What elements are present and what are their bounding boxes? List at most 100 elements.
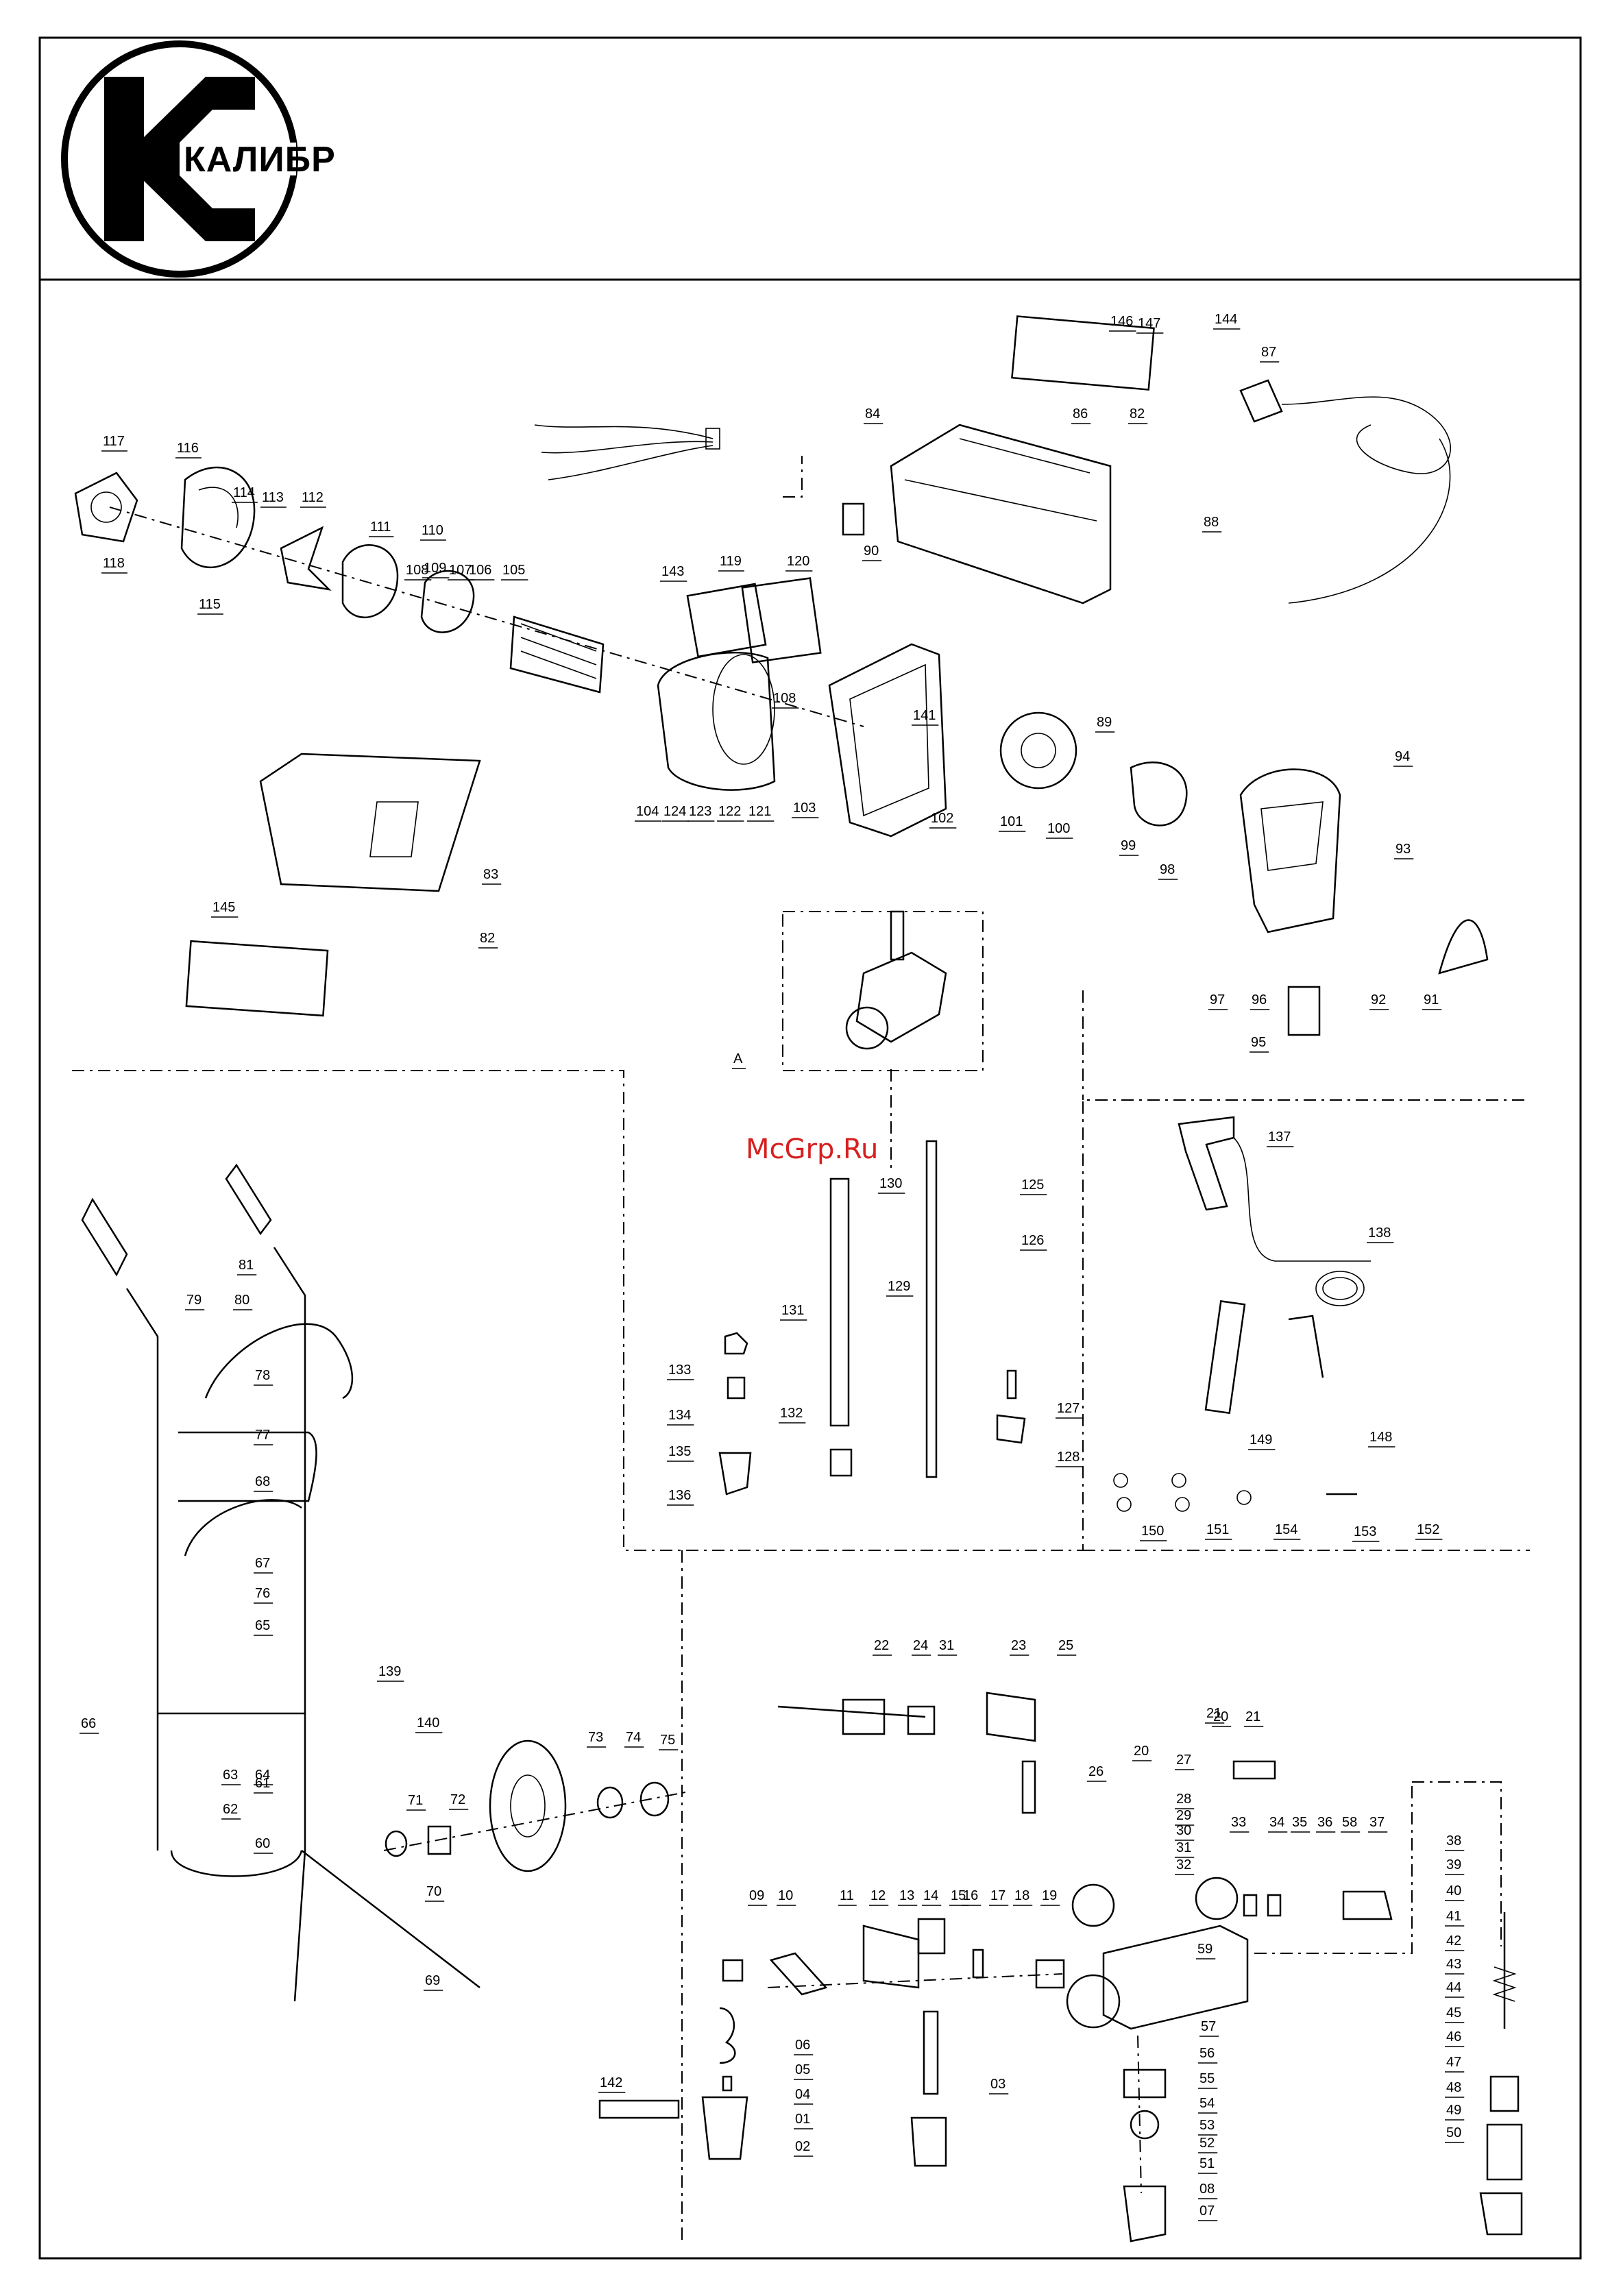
- callout-label: 66: [81, 1716, 96, 1731]
- callout-label: 154: [1275, 1522, 1297, 1537]
- callout-label: 36: [1317, 1815, 1332, 1830]
- callout-label: 125: [1021, 1177, 1044, 1193]
- callout-label: 51: [1199, 2156, 1215, 2171]
- callout-label: 117: [103, 434, 125, 449]
- callout-label: 152: [1417, 1522, 1439, 1537]
- callout-label: 80: [234, 1293, 249, 1308]
- section-separators: [72, 456, 1530, 2240]
- callout-label: 42: [1446, 1933, 1461, 1949]
- callout-label: 64: [255, 1768, 270, 1783]
- callout-label: 128: [1057, 1450, 1080, 1465]
- callout-label: 01: [795, 2112, 810, 2127]
- callout-label: 102: [931, 811, 953, 826]
- callout-label: 76: [255, 1586, 270, 1601]
- callout-label: 58: [1342, 1815, 1357, 1830]
- motor-assembly: [74, 315, 1489, 1036]
- callout-label: 31: [939, 1638, 954, 1653]
- callout-label: 63: [223, 1768, 238, 1783]
- callout-label: 150: [1141, 1524, 1164, 1539]
- callout-label: 68: [255, 1474, 270, 1489]
- callout-label: 09: [749, 1888, 764, 1903]
- callout-label: 14: [923, 1888, 938, 1903]
- callout-label: 113: [262, 490, 284, 505]
- callout-label: 28: [1176, 1792, 1191, 1807]
- callout-label: 69: [425, 1973, 440, 1988]
- callout-label: 77: [255, 1428, 270, 1443]
- callout-label: 04: [795, 2087, 810, 2102]
- callout-label: 81: [239, 1258, 254, 1273]
- callout-label: 10: [778, 1888, 793, 1903]
- callout-label: 144: [1215, 312, 1237, 327]
- page-frame: [38, 36, 1582, 2260]
- callout-label: 137: [1268, 1129, 1291, 1145]
- callout-label: 119: [720, 554, 742, 569]
- callout-label: 18: [1014, 1888, 1029, 1903]
- callout-label: 97: [1210, 992, 1225, 1007]
- callout-label: 13: [899, 1888, 914, 1903]
- callout-label: 145: [212, 900, 235, 915]
- callout-label: 149: [1250, 1432, 1272, 1448]
- callout-label: 52: [1199, 2136, 1215, 2151]
- valve-block: [701, 1692, 1523, 2243]
- callout-label: 120: [787, 554, 809, 569]
- callout-label: 55: [1199, 2071, 1215, 2086]
- callout-label: 35: [1292, 1815, 1307, 1830]
- callout-label: 57: [1201, 2019, 1216, 2034]
- callout-label: 115: [199, 597, 221, 612]
- callout-label: 127: [1057, 1401, 1080, 1416]
- callout-label: 139: [378, 1664, 401, 1679]
- callout-label: 73: [588, 1730, 603, 1745]
- callout-label: 148: [1369, 1430, 1392, 1445]
- callout-label: 17: [990, 1888, 1005, 1903]
- callout-label: 72: [450, 1792, 465, 1807]
- callout-label: 19: [1042, 1888, 1057, 1903]
- callout-label: 94: [1395, 749, 1410, 764]
- callout-label: 61: [255, 1776, 270, 1791]
- callout-label: 23: [1011, 1638, 1026, 1653]
- callout-label: 79: [186, 1293, 202, 1308]
- callout-label: 90: [864, 544, 879, 559]
- callout-label: 25: [1058, 1638, 1073, 1653]
- callout-label: 56: [1199, 2046, 1215, 2061]
- logo-text: КАЛИБР: [184, 140, 336, 180]
- callout-label: 41: [1446, 1909, 1461, 1924]
- watermark: McGrp.Ru: [746, 1134, 878, 1165]
- callout-label: 65: [255, 1618, 270, 1633]
- callout-label: 84: [865, 406, 880, 422]
- callout-label: 12: [870, 1888, 886, 1903]
- callout-label: 122: [718, 804, 741, 819]
- callout-label: 105: [502, 563, 525, 578]
- callout-label: 78: [255, 1368, 270, 1383]
- callout-label: 110: [422, 523, 443, 538]
- callout-label: 16: [963, 1888, 978, 1903]
- callout-label: 124: [663, 804, 686, 819]
- callout-label: 140: [417, 1715, 439, 1731]
- callout-label: 98: [1160, 862, 1175, 877]
- callout-label: 132: [780, 1406, 803, 1421]
- callout-label: 32: [1176, 1857, 1191, 1872]
- callout-label: 92: [1371, 992, 1386, 1007]
- callout-label: 89: [1097, 715, 1112, 730]
- callout-label: 108: [406, 563, 428, 578]
- callout-label: 22: [874, 1638, 889, 1653]
- callout-label: 39: [1446, 1857, 1461, 1872]
- callout-label: 49: [1446, 2103, 1461, 2118]
- callout-label: 134: [668, 1408, 691, 1423]
- kalibr-logo: КАЛИБР: [61, 40, 336, 278]
- callout-label: 34: [1269, 1815, 1284, 1830]
- callout-label: 153: [1354, 1524, 1376, 1539]
- callout-label: 86: [1073, 406, 1088, 422]
- callout-label: 91: [1424, 992, 1439, 1007]
- callout-label: 59: [1197, 1942, 1212, 1957]
- callout-label: 29: [1176, 1808, 1191, 1823]
- callout-label: 130: [879, 1176, 902, 1191]
- callout-label: 141: [913, 708, 936, 723]
- callout-label: 101: [1000, 814, 1023, 829]
- callout-label: 123: [689, 804, 711, 819]
- callout-label: 82: [480, 931, 495, 946]
- callout-label: 138: [1368, 1225, 1391, 1241]
- callout-label: 27: [1176, 1752, 1191, 1768]
- callout-label: 24: [913, 1638, 928, 1653]
